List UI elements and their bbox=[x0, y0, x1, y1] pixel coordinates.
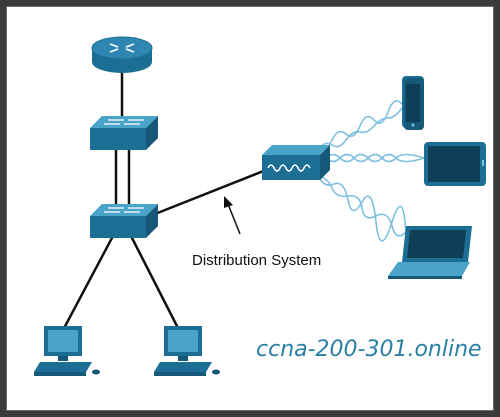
laptop-icon bbox=[388, 226, 472, 279]
watermark: ccna-200-301.online bbox=[256, 337, 482, 362]
wireless-link-phone bbox=[317, 100, 403, 152]
link-switch-to-pc-left bbox=[60, 235, 115, 333]
wireless-link-laptop bbox=[317, 175, 407, 242]
distribution-system-label: Distribution System bbox=[192, 252, 321, 269]
switch-icon bbox=[90, 204, 158, 238]
desktop-pc-icon bbox=[154, 326, 220, 376]
tablet-icon bbox=[424, 142, 486, 186]
wireless-link-tablet bbox=[325, 153, 425, 163]
smartphone-icon bbox=[402, 76, 424, 130]
label-arrow bbox=[224, 196, 241, 235]
link-switch-to-pc-right bbox=[129, 235, 182, 333]
desktop-pc-icon bbox=[34, 326, 100, 376]
router-icon bbox=[91, 36, 153, 73]
wireless-access-point-icon bbox=[262, 145, 330, 180]
switch-icon bbox=[90, 116, 158, 150]
link-switch-to-access-point bbox=[154, 168, 267, 216]
